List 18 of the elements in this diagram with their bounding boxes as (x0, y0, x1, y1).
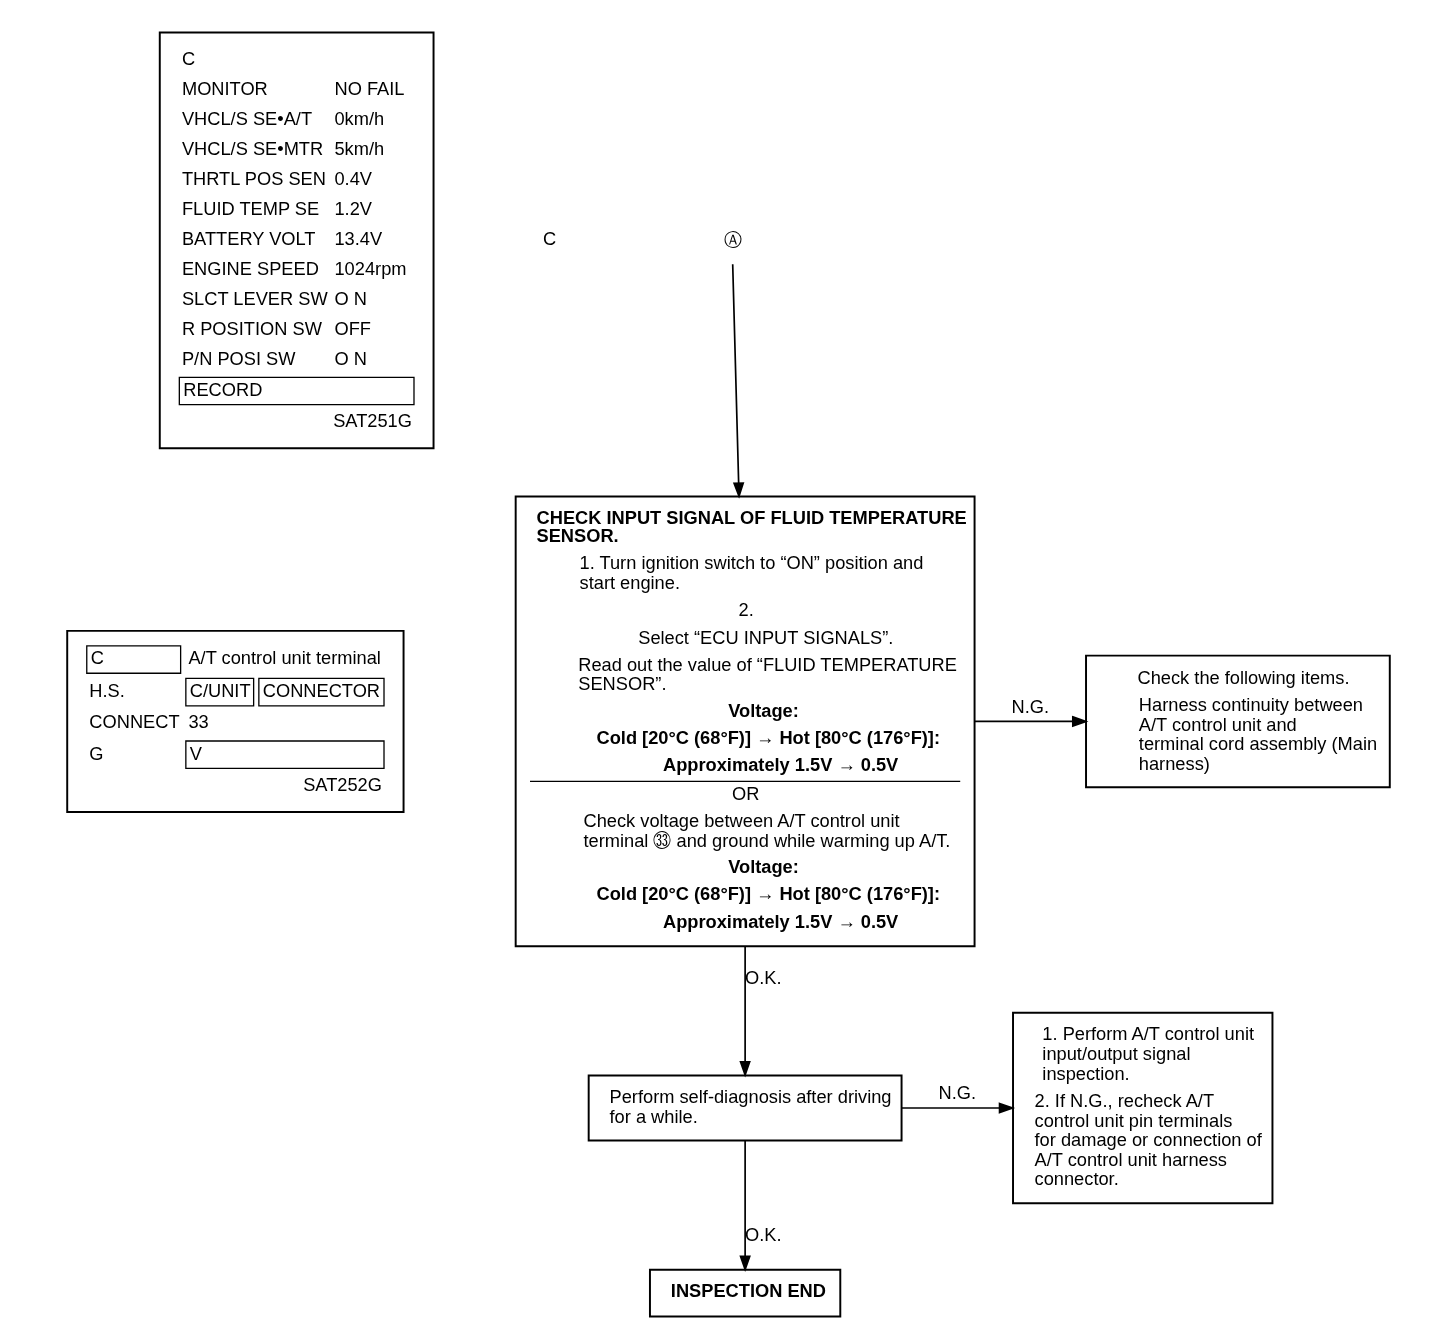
node-box: Check the following items. Harness continuity between A/T control unit and terminal cord assembly (Main harness) (1084, 654, 1391, 789)
edge-label: O.K. (744, 967, 782, 989)
edge-label: O.K. (744, 1224, 782, 1246)
arrow (738, 1139, 751, 1273)
arrow (731, 263, 744, 499)
node-box: 1. Perform A/T control unit input/output signal inspection. 2. If N.G., recheck A/T control unit pin terminals for damage or connection of A/T control unit harness connector. (1011, 1011, 1273, 1205)
arrow (973, 715, 1088, 728)
node-text: Ⓐ (723, 228, 742, 250)
node-box: INSPECTION END (648, 1268, 841, 1318)
label: C (542, 228, 556, 250)
node-box: CHECK INPUT SIGNAL OF FLUID TEMPERATURE SENSOR. 1. Turn ignition switch to “ON” position and start engine. 2. Select “ECU INPUT SIGNALS”. Read out the value of “FLUID TEMPERATURE SENSOR”. Voltage: Cold [20°C (68°F)] → Hot [80°C (176°F)]: Approximately 1.5V → 0.5V OR Check voltage between A/T control unit terminal ㉝ and ground while warming up A/T. Voltage: Cold [20°C (68°F)] → Hot [80°C (176°F)]: Approximately 1.5V → 0.5V (514, 495, 976, 948)
arrow (738, 945, 751, 1078)
node-box: Perform self-diagnosis after driving for a while. (587, 1074, 903, 1142)
edge-label: N.G. (1011, 695, 1049, 717)
edge-label: N.G. (938, 1082, 976, 1104)
node-box: C MONITOR NO FAIL VHCL/S SE•A/T 0km/h VHCL/S SE•MTR 5km/h THRTL POS SEN 0.4V FLUID TEMP SE 1.2V BATTERY VOLT 13.4V ENGINE SPEED 1024rpm SLCT LEVER SW O N R POSITION SW OFF P/N POSI SW O N RECORD SAT251G (158, 31, 435, 450)
arrow (900, 1102, 1015, 1114)
node-box: C A/T control unit terminal H.S. C/UNIT CONNECTOR CONNECT 33 G V SAT252G (65, 629, 405, 814)
